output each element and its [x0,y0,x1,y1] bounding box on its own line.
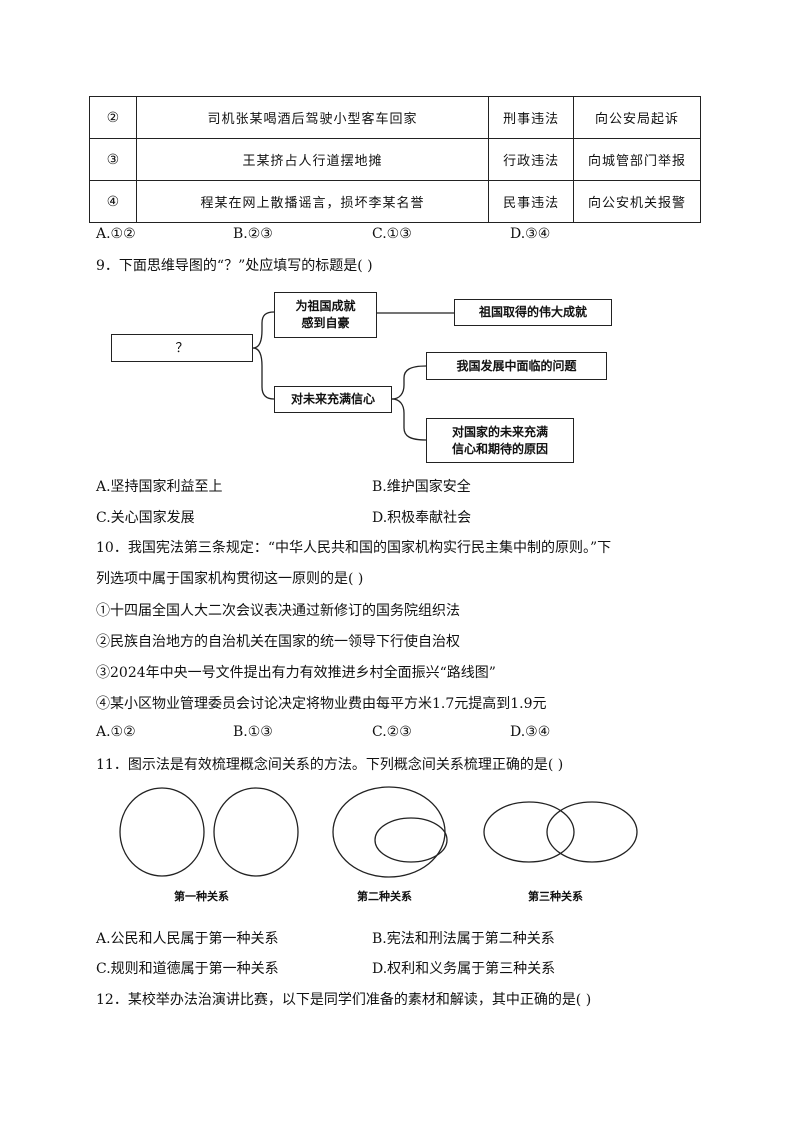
mindmap-branch1-box: 为祖国成就 感到自豪 [274,292,377,338]
q10-option-c[interactable]: C.②③ [372,724,412,740]
q10-option-d[interactable]: D.③④ [510,724,551,740]
mindmap-branch2-child1-label: 我国发展中面临的问题 [456,358,577,373]
q10-item-2: ②民族自治地方的自治机关在国家的统一领导下行使自治权 [96,634,460,650]
mindmap-root-box: ？ [111,334,253,362]
table-row: ④ 程某在网上散播谣言，损坏李某名誉 民事违法 向公安机关报警 [89,180,701,223]
q8-option-a[interactable]: A.①② [96,226,136,242]
mindmap-root-label: ？ [175,340,189,356]
row-number: ④ [89,180,137,223]
q9-option-d[interactable]: D.积极奉献社会 [372,510,472,526]
q8-option-d[interactable]: D.③④ [510,226,551,242]
violation-type: 刑事违法 [488,96,575,139]
table-row: ② 司机张某喝酒后驾驶小型客车回家 刑事违法 向公安局起诉 [89,96,701,139]
venn-label-3: 第三种关系 [528,890,583,903]
q10-option-a[interactable]: A.①② [96,724,136,740]
q9-stem: 9．下面思维导图的“？”处应填写的标题是( ) [96,258,373,274]
q8-option-c[interactable]: C.①③ [372,226,412,242]
row-number: ② [89,96,137,139]
mindmap-branch2-child2-label: 对国家的未来充满 信心和期待的原因 [451,424,548,456]
q10-item-4: ④某小区物业管理委员会讨论决定将物业费由每平方米1.7元提高到1.9元 [96,696,547,712]
case-table: ② 司机张某喝酒后驾驶小型客车回家 刑事违法 向公安局起诉 ③ 王某挤占人行道摆… [89,96,701,223]
q9-option-a[interactable]: A.坚持国家利益至上 [96,479,223,495]
handling-action: 向公安机关报警 [573,180,701,223]
mindmap-branch2-child2-box: 对国家的未来充满 信心和期待的原因 [426,418,574,463]
venn-relation-3 [483,801,638,863]
violation-type: 民事违法 [488,180,575,223]
venn-label-1: 第一种关系 [174,890,229,903]
case-description: 程某在网上散播谣言，损坏李某名誉 [135,180,490,223]
violation-type: 行政违法 [488,138,575,181]
mindmap-branch2-box: 对未来充满信心 [274,386,392,413]
table-row: ③ 王某挤占人行道摆地摊 行政违法 向城管部门举报 [89,138,701,181]
q11-option-d[interactable]: D.权利和义务属于第三种关系 [372,961,556,977]
q9-option-c[interactable]: C.关心国家发展 [96,510,195,526]
q10-option-b[interactable]: B.①③ [233,724,273,740]
mindmap-branch1-child-label: 祖国取得的伟大成就 [478,305,587,319]
row-number: ③ [89,138,137,181]
mindmap-branch2-child1-box: 我国发展中面临的问题 [426,352,607,380]
mindmap-branch1-child-box: 祖国取得的伟大成就 [454,299,612,326]
mindmap-branch2-label: 对未来充满信心 [290,392,375,406]
q12-stem: 12．某校举办法治演讲比赛，以下是同学们准备的素材和解读，其中正确的是( ) [96,992,592,1008]
q10-item-3: ③2024年中央一号文件提出有力有效推进乡村全面振兴“路线图” [96,665,496,681]
case-description: 司机张某喝酒后驾驶小型客车回家 [135,96,490,139]
venn-relation-1 [119,787,299,877]
handling-action: 向公安局起诉 [573,96,701,139]
q9-option-b[interactable]: B.维护国家安全 [372,479,471,495]
venn-label-2: 第二种关系 [357,890,412,903]
case-description: 王某挤占人行道摆地摊 [135,138,490,181]
handling-action: 向城管部门举报 [573,138,701,181]
venn-relation-2 [332,786,448,878]
q11-option-b[interactable]: B.宪法和刑法属于第二种关系 [372,931,555,947]
q11-option-c[interactable]: C.规则和道德属于第一种关系 [96,961,279,977]
q11-option-a[interactable]: A.公民和人民属于第一种关系 [96,931,279,947]
q10-stem-line1: 10．我国宪法第三条规定：“中华人民共和国的国家机构实行民主集中制的原则。”下 [96,540,612,556]
q11-stem: 11．图示法是有效梳理概念间关系的方法。下列概念间关系梳理正确的是( ) [96,757,564,773]
q8-option-b[interactable]: B.②③ [233,226,273,242]
q10-stem-line2: 列选项中属于国家机构贯彻这一原则的是( ) [96,571,364,587]
mindmap-branch1-label: 为祖国成就 感到自豪 [295,299,356,330]
q10-item-1: ①十四届全国人大二次会议表决通过新修订的国务院组织法 [96,603,460,619]
